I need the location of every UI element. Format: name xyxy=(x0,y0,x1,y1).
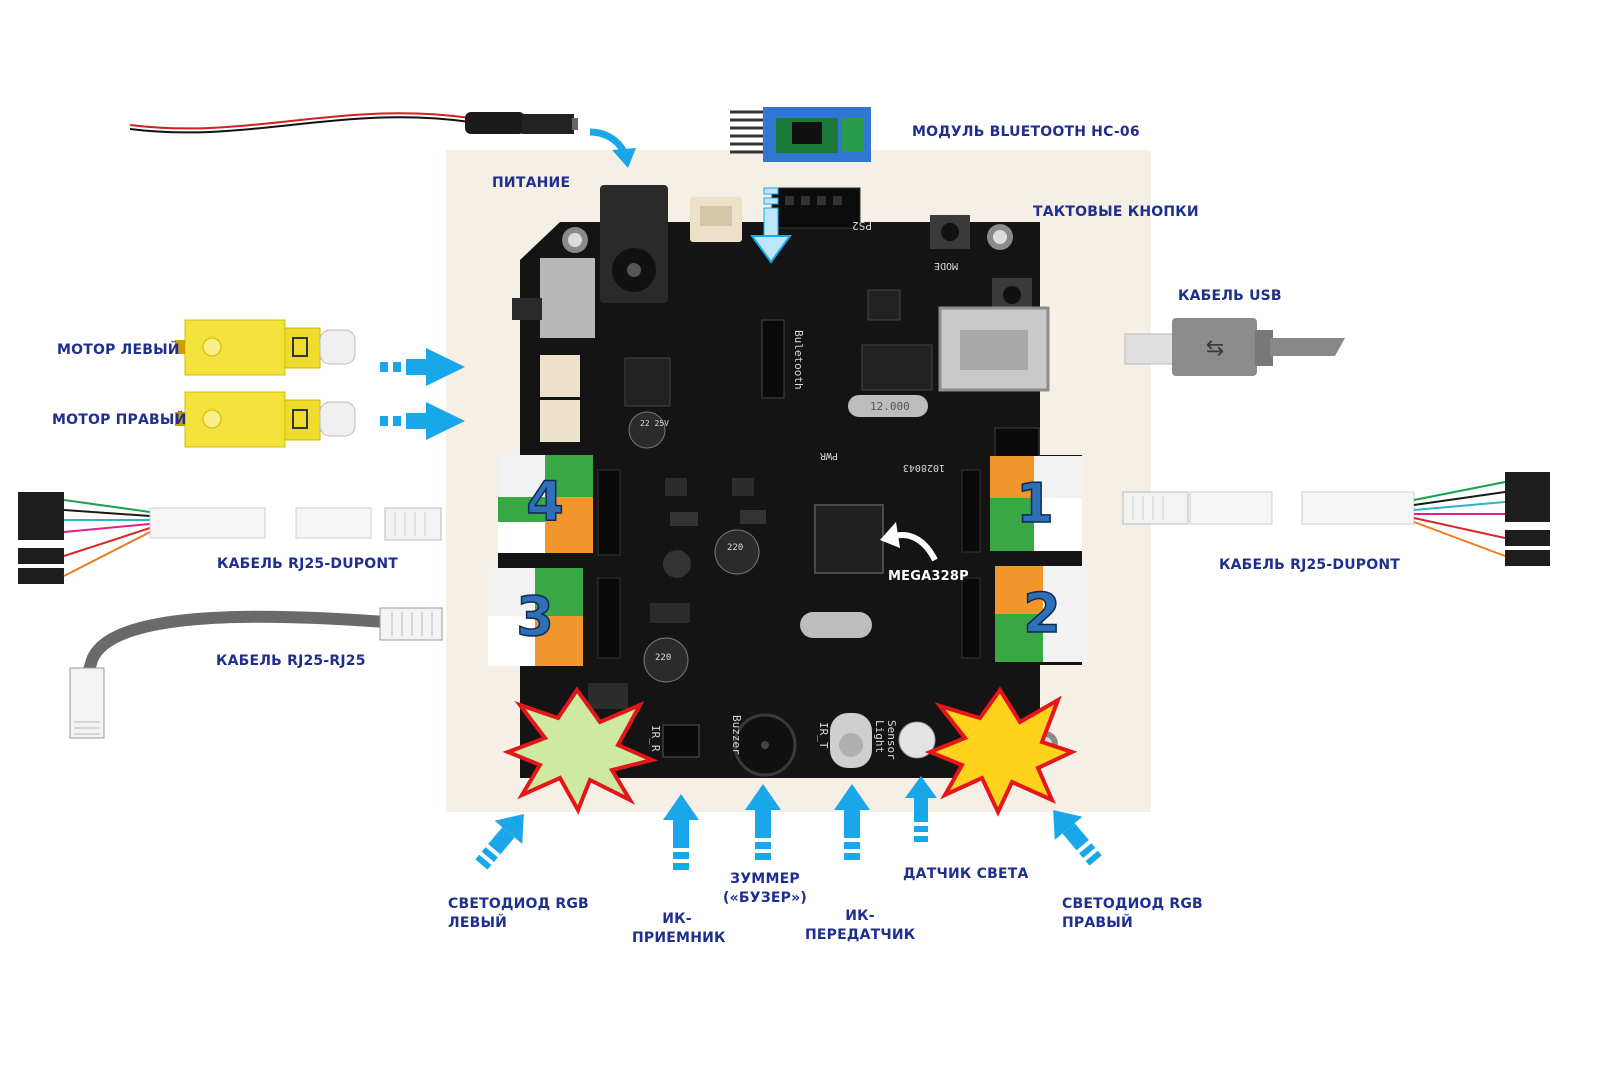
capacitor xyxy=(628,411,666,449)
control-board xyxy=(488,185,1087,778)
motor-right-arrow xyxy=(380,402,465,440)
silk-ir-r: IR_R xyxy=(649,725,662,752)
port-number-2: 2 xyxy=(1023,582,1061,645)
port-2 xyxy=(995,566,1087,662)
bluetooth-arrow xyxy=(750,187,792,264)
label-motor-left: МОТОР ЛЕВЫЙ xyxy=(57,342,180,358)
label-ir-receiver: ИК- ПРИЕМНИК xyxy=(632,911,726,946)
silk-serial: 1028043 xyxy=(903,462,945,473)
label-rj25-dupont-left: КАБЕЛЬ RJ25-DUPONT xyxy=(217,556,398,572)
crystal-top xyxy=(848,395,928,417)
label-light-sensor: ДАТЧИК СВЕТА xyxy=(903,866,1029,882)
bluetooth-module xyxy=(730,107,871,162)
cap-c-label: 220 xyxy=(655,653,671,663)
motor-left xyxy=(175,319,356,376)
cap-b-label: 220 xyxy=(727,543,743,553)
port-number-1: 1 xyxy=(1016,472,1054,535)
silk-light: Light xyxy=(873,720,886,753)
mcu-arrow xyxy=(894,532,938,562)
port-1 xyxy=(990,456,1082,551)
power-switch xyxy=(540,258,595,338)
silk-buzzer: Buzzer xyxy=(730,715,743,755)
label-bluetooth: МОДУЛЬ BLUETOOTH HC-06 xyxy=(912,124,1140,140)
silk-sensor: Sensor xyxy=(885,720,898,760)
inductor xyxy=(663,550,691,578)
crystal-bottom xyxy=(800,612,872,638)
mcu-chip xyxy=(814,504,884,574)
label-usb: КАБЕЛЬ USB xyxy=(1178,288,1282,304)
usb-chip xyxy=(624,357,671,407)
label-mcu: MEGA328P xyxy=(888,569,969,584)
usb-header-pins xyxy=(994,427,1040,459)
port-number-3: 3 xyxy=(516,585,554,648)
port-4 xyxy=(498,455,593,553)
motor-right xyxy=(175,391,356,448)
light-sensor-arrow xyxy=(905,776,937,842)
motor-connector-left xyxy=(540,355,580,397)
cap-a-label: 22 25V xyxy=(640,419,669,428)
label-rj25-dupont-right: КАБЕЛЬ RJ25-DUPONT xyxy=(1219,557,1400,573)
rj25-dupont-cable-right xyxy=(1122,472,1550,566)
motor-left-arrow xyxy=(380,348,465,386)
port-3 xyxy=(488,568,583,666)
rj25-rj25-cable xyxy=(69,607,443,739)
light-sensor xyxy=(898,721,936,759)
label-buttons: ТАКТОВЫЕ КНОПКИ xyxy=(1033,204,1199,220)
power-cable xyxy=(129,112,578,134)
bluetooth-header xyxy=(771,187,861,229)
rgb-right-arrow xyxy=(1053,809,1102,866)
rj25-dupont-cable-left xyxy=(18,492,442,584)
silk-mode: MODE xyxy=(934,260,958,271)
label-rgb-left: СВЕТОДИОД RGB ЛЕВЫЙ xyxy=(448,896,589,931)
power-arrow xyxy=(589,128,628,154)
driver-chip xyxy=(861,344,933,391)
buzzer-arrow xyxy=(745,784,781,860)
label-power: ПИТАНИЕ xyxy=(492,175,571,191)
capacitor xyxy=(714,529,760,575)
silk-crystal: 12.000 xyxy=(870,400,910,413)
eeprom-chip xyxy=(867,289,901,321)
usb-cable: ⇆ xyxy=(1124,318,1345,376)
bluetooth-pin-header xyxy=(761,319,785,399)
ir-transmitter-arrow xyxy=(834,784,870,860)
ir-receiver-header xyxy=(662,724,700,758)
silk-pwr: PWR xyxy=(819,450,838,461)
rgb-led-left-burst xyxy=(502,686,659,815)
silk-ps2: PS2 xyxy=(852,219,872,232)
label-rgb-right: СВЕТОДИОД RGB ПРАВЫЙ xyxy=(1062,896,1203,931)
port-number-4: 4 xyxy=(526,470,564,533)
label-rj25-rj25: КАБЕЛЬ RJ25-RJ25 xyxy=(216,653,366,669)
silk-ir-t: IR_T xyxy=(817,722,830,749)
label-ir-transmitter: ИК- ПЕРЕДАТЧИК xyxy=(805,908,916,943)
svg-text:⇆: ⇆ xyxy=(1206,336,1224,361)
label-buzzer: ЗУММЕР («БУЗЕР») xyxy=(723,871,807,906)
ir-receiver-arrow xyxy=(663,794,699,870)
rgb-left-arrow xyxy=(475,813,524,870)
motor-connector-right xyxy=(540,400,580,442)
rgb-led-right-burst xyxy=(924,686,1078,817)
capacitor xyxy=(643,637,689,683)
label-motor-right: МОТОР ПРАВЫЙ xyxy=(52,412,187,428)
silk-bluetooth: Buletooth xyxy=(792,330,805,390)
